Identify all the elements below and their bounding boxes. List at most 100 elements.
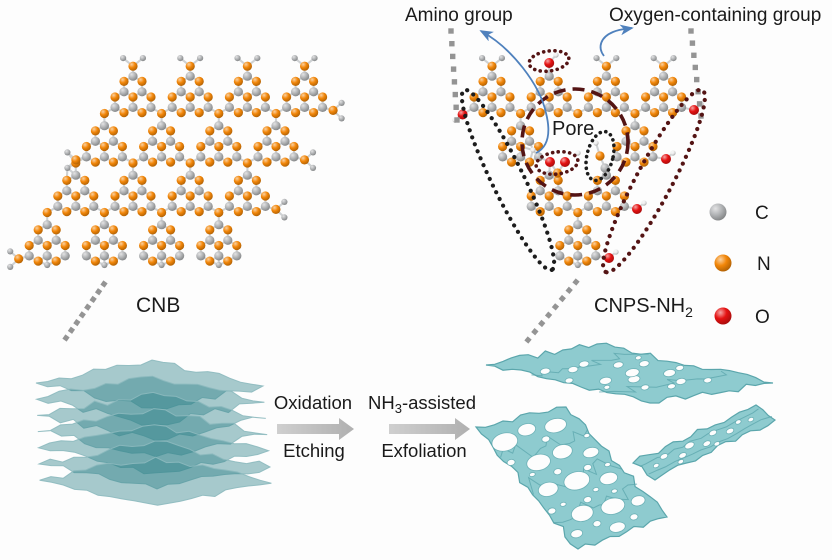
dash-square — [453, 104, 459, 110]
atom-nitrogen — [251, 76, 261, 86]
atom-nitrogen — [108, 225, 118, 235]
atom-carbon — [659, 71, 669, 81]
atom-carbon — [89, 201, 99, 211]
atom-nitrogen — [185, 191, 195, 201]
sheet-hole — [563, 471, 591, 491]
atom-hydrogen — [44, 261, 51, 269]
atom-carbon — [291, 87, 301, 97]
atom-nitrogen — [309, 76, 319, 86]
atom-carbon — [24, 251, 34, 261]
atom-carbon — [175, 251, 185, 261]
atom-carbon — [641, 102, 651, 112]
atom-nitrogen — [157, 207, 167, 218]
cnps-lattice — [452, 52, 704, 269]
sheet-hole — [677, 459, 685, 465]
step2-label-top: NH3-assisted — [368, 392, 476, 416]
atom-carbon — [60, 251, 70, 261]
atom-carbon — [601, 71, 612, 81]
atom-nitrogen — [223, 256, 233, 266]
atom-carbon — [487, 102, 497, 112]
atom-nitrogen — [496, 108, 506, 118]
atom-carbon — [573, 220, 583, 230]
atom-nitrogen — [99, 207, 109, 218]
atom-oxygen — [661, 154, 671, 164]
atom-carbon — [534, 152, 544, 162]
atom-nitrogen — [176, 175, 186, 185]
atom-carbon — [224, 201, 234, 211]
sheet-hole — [659, 453, 669, 460]
atom-nitrogen — [583, 92, 594, 102]
atom-nitrogen — [224, 92, 234, 102]
atom-carbon — [139, 152, 149, 162]
amino-group-label: Amino group — [405, 5, 513, 26]
atom-hydrogen — [338, 99, 345, 106]
atom-carbon — [194, 87, 204, 97]
sheet-hole — [678, 452, 687, 459]
atom-nitrogen — [137, 108, 147, 118]
sheet-hole — [599, 471, 618, 485]
atom-nitrogen — [117, 141, 127, 152]
atom-carbon — [42, 220, 52, 230]
atom-hydrogen — [281, 214, 288, 221]
amino-group-arrow — [479, 30, 550, 154]
atom-nitrogen — [51, 256, 61, 266]
cnb-layer — [39, 456, 272, 506]
atom-carbon — [526, 201, 536, 211]
atom-nitrogen — [194, 108, 204, 118]
sheet-hole — [570, 529, 584, 539]
atom-hydrogen — [574, 261, 581, 269]
atom-carbon — [137, 186, 147, 196]
atom-nitrogen — [582, 225, 592, 235]
atom-carbon — [166, 235, 176, 245]
atom-nitrogen — [299, 155, 310, 165]
atom-carbon — [505, 102, 515, 112]
atom-carbon — [289, 152, 299, 162]
dash-square — [449, 41, 455, 47]
atom-carbon — [203, 102, 213, 112]
atom-carbon — [90, 136, 100, 146]
atom-nitrogen — [553, 108, 563, 118]
atom-nitrogen — [498, 141, 508, 152]
atom-nitrogen — [260, 191, 270, 201]
atom-nitrogen — [573, 207, 583, 218]
cnps-label-sub: 2 — [685, 304, 693, 320]
atom-carbon — [648, 152, 658, 162]
sheet-hole — [713, 441, 721, 447]
atom-carbon — [119, 186, 129, 196]
atom-hydrogen — [7, 263, 14, 270]
atom-nitrogen — [535, 108, 545, 118]
atom-hydrogen — [120, 55, 127, 62]
atom-nitrogen — [128, 92, 138, 102]
atom-nitrogen — [157, 141, 167, 152]
atom-nitrogen — [289, 141, 299, 152]
atom-hydrogen — [291, 55, 298, 62]
atom-nitrogen — [668, 76, 678, 86]
atom-nitrogen — [555, 240, 565, 251]
atom-nitrogen — [242, 61, 252, 71]
atom-nitrogen — [62, 175, 72, 185]
atom-nitrogen — [108, 157, 118, 167]
atom-nitrogen — [232, 141, 242, 152]
porous-sheet — [631, 404, 777, 481]
atom-carbon — [242, 201, 252, 211]
atom-carbon — [110, 102, 120, 112]
atom-nitrogen — [525, 126, 535, 136]
atom-carbon — [203, 201, 213, 211]
edge-region-dotted-ellipse-right — [600, 87, 708, 275]
atom-carbon — [233, 186, 243, 196]
atom-carbon — [242, 170, 252, 180]
atom-hydrogen — [575, 150, 581, 156]
atom-nitrogen — [99, 240, 109, 251]
atom-carbon — [300, 71, 310, 81]
sheet-hole — [567, 366, 579, 374]
atom-nitrogen — [242, 92, 252, 102]
legend-ball-oxygen — [714, 307, 732, 325]
atom-hydrogen — [177, 55, 184, 62]
atom-carbon — [612, 152, 622, 162]
atom-nitrogen — [185, 61, 195, 71]
atom-nitrogen — [487, 61, 497, 71]
atom-carbon — [99, 251, 109, 261]
sheet-hole — [571, 504, 594, 522]
atom-carbon — [318, 102, 328, 112]
